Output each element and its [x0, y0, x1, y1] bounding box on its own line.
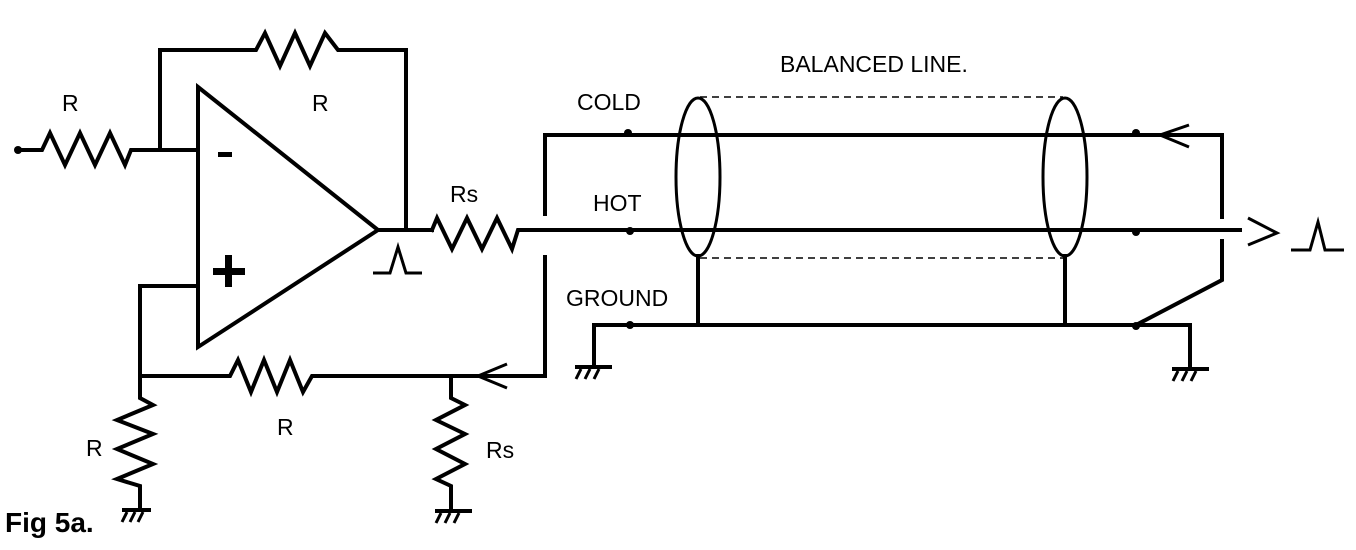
series-resistor-label: Rs	[450, 181, 478, 207]
ground-icon-left	[120, 508, 151, 523]
ground-return-wire	[1133, 239, 1224, 328]
opamp-plus-sign	[213, 255, 245, 287]
node-hot-receive	[1132, 228, 1140, 236]
cable-shield-ellipse-left	[674, 96, 722, 258]
arrow-cold-return	[474, 362, 508, 390]
arrow-cold-in	[1155, 123, 1190, 149]
feedback-resistor	[158, 28, 408, 232]
opamp-minus-sign	[218, 152, 232, 157]
node-ground-receive	[1132, 322, 1140, 330]
ground-resistor	[111, 374, 159, 510]
ground-line-wire	[592, 323, 1192, 370]
ground-icon-shunt	[434, 509, 472, 524]
ground-icon-line-right	[1171, 367, 1209, 382]
feedback-resistor-label: R	[312, 90, 329, 116]
ground-resistor-label: R	[86, 435, 103, 461]
arrow-hot-out	[1247, 216, 1281, 247]
node-hot-send	[626, 227, 634, 235]
node-cold-receive	[1132, 129, 1140, 137]
sense-shunt-resistor	[431, 374, 470, 512]
balanced-line-title: BALANCED LINE.	[780, 51, 968, 77]
sense-resistor	[138, 354, 547, 398]
cable-shield-ellipse-right	[1041, 96, 1089, 258]
cold-line-wire	[543, 133, 1224, 219]
figure-caption: Fig 5a.	[5, 507, 94, 538]
series-resistor-rs	[429, 213, 632, 255]
node-cold-send	[624, 129, 632, 137]
node-ground-send	[626, 321, 634, 329]
hot-label: HOT	[593, 190, 642, 216]
ground-icon-line-left	[574, 365, 612, 380]
pulse-icon-received	[1291, 216, 1344, 252]
plus-input-wire	[138, 284, 200, 378]
input-resistor	[16, 128, 200, 171]
pulse-icon-output	[373, 241, 422, 275]
sense-resistor-label: R	[277, 414, 294, 440]
opamp-symbol	[196, 82, 382, 351]
cold-label: COLD	[577, 89, 641, 115]
ground-label: GROUND	[566, 285, 668, 311]
input-resistor-label: R	[62, 90, 79, 116]
sense-shunt-resistor-label: Rs	[486, 437, 514, 463]
